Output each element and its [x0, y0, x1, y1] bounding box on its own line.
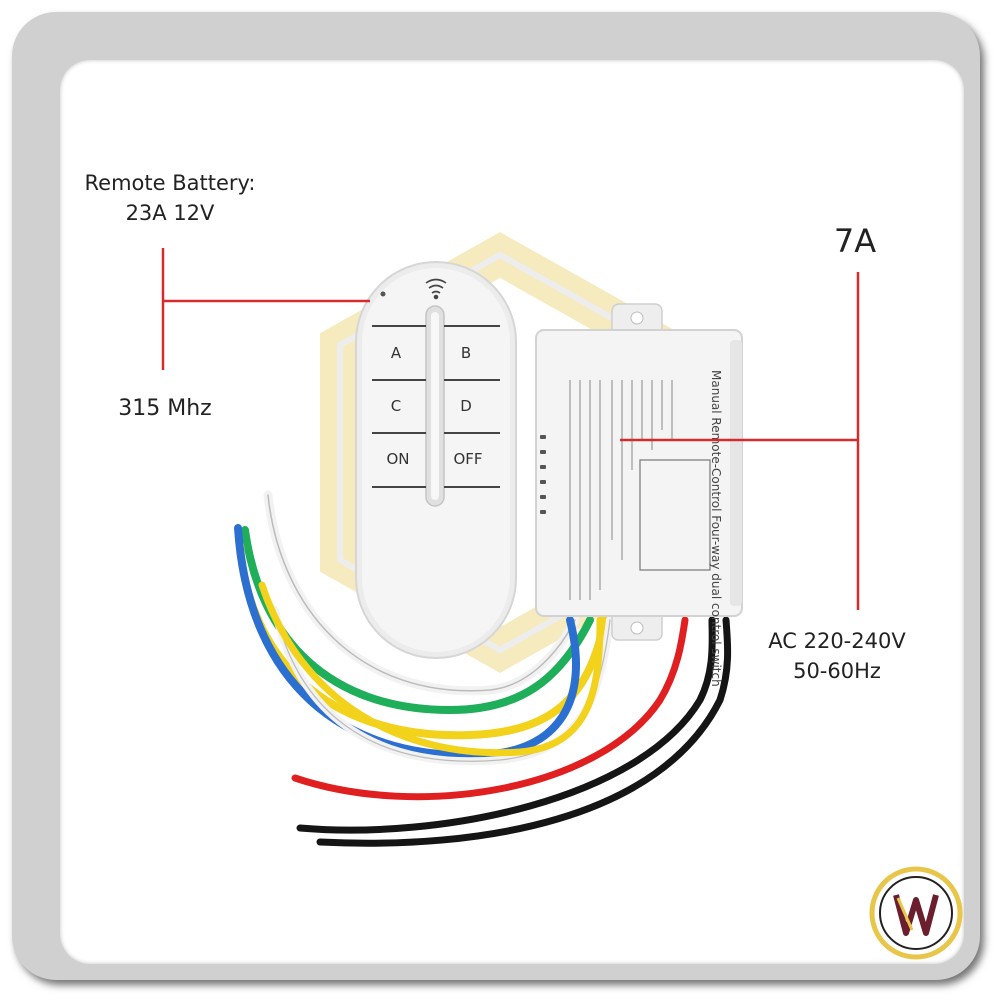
button-d[interactable]: D — [460, 397, 472, 415]
wire-bundle — [234, 490, 732, 847]
printed-instructions — [569, 380, 673, 600]
receiver-title: Manual Remote-Control Four-way dual cont… — [709, 370, 723, 687]
remote-led — [380, 291, 386, 297]
current-label: 7A — [833, 222, 877, 260]
battery-label-line2: 23A 12V — [125, 201, 215, 225]
ac-label-line2: 50-60Hz — [793, 659, 881, 683]
battery-label-line1: Remote Battery: — [84, 171, 256, 195]
button-b[interactable]: B — [461, 344, 471, 362]
wire-red — [291, 616, 689, 801]
battery-label: Remote Battery: 23A 12V — [70, 168, 270, 228]
button-a[interactable]: A — [391, 344, 402, 362]
ac-label: AC 220-240V 50-60Hz — [752, 626, 922, 686]
annotation-lines — [161, 248, 860, 610]
button-dividers — [372, 325, 500, 488]
button-on[interactable]: ON — [386, 450, 409, 468]
wire-black-1 — [296, 616, 716, 834]
wire-blue-1 — [234, 524, 580, 760]
remote-control: A B C D ON OFF — [355, 261, 517, 659]
button-off[interactable]: OFF — [453, 450, 482, 468]
wire-white-1-outline — [267, 494, 576, 692]
wifi-icon — [425, 278, 447, 300]
wiring-diagram — [639, 459, 711, 571]
brand-logo — [869, 866, 963, 960]
vent-slots — [540, 435, 546, 514]
receiver-unit: Manual Remote-Control Four-way dual cont… — [535, 303, 743, 687]
button-c[interactable]: C — [391, 397, 401, 415]
wire-black-2 — [316, 616, 732, 847]
ac-label-line1: AC 220-240V — [768, 629, 906, 653]
wire-yellow-2 — [258, 581, 604, 757]
frequency-label: 315 Mhz — [118, 396, 212, 421]
